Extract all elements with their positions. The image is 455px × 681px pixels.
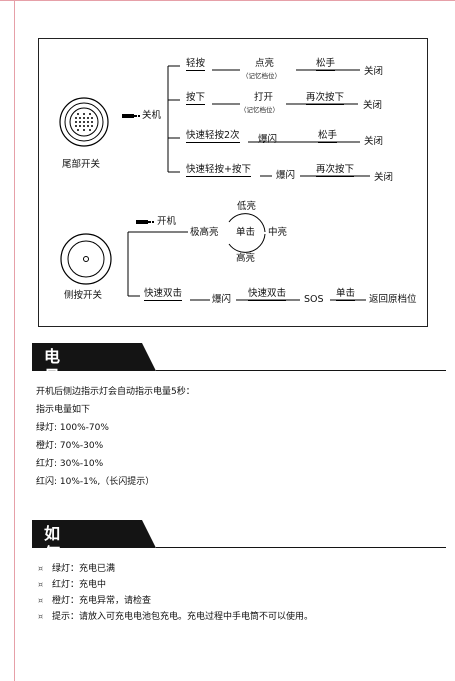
side-switch-icon xyxy=(60,233,112,285)
tail-switch-icon xyxy=(59,97,109,147)
tail-row2-note: （记忆档位） xyxy=(240,106,279,114)
battery-heading-slant xyxy=(142,343,156,371)
charging-item: ¤ 橙灯：充电异常，请检查 xyxy=(38,595,151,607)
double-action2: 快速双击 xyxy=(248,288,287,301)
charging-item: ¤ 绿灯：充电已满 xyxy=(38,563,115,575)
battery-heading: 电量提示 xyxy=(44,347,62,426)
tail-row4-state: 爆闪 xyxy=(276,170,296,181)
tail-row2-state: 打开 xyxy=(254,92,274,103)
cycle-right: 中亮 xyxy=(268,227,288,238)
tail-off-label: 关机 xyxy=(142,110,162,121)
side-on-label: 开机 xyxy=(157,216,177,227)
tail-row4-result: 关闭 xyxy=(374,172,394,183)
cycle-bottom: 高亮 xyxy=(236,253,256,264)
battery-line-3: 绿灯: 100%-70% xyxy=(36,423,109,433)
tail-row2-action2: 再次按下 xyxy=(306,92,345,105)
left-red-rule xyxy=(14,0,15,681)
cycle-center: 单击 xyxy=(236,227,256,238)
power-plug-icon xyxy=(122,114,140,118)
battery-line-1: 开机后侧边指示灯会自动指示电量5秒： xyxy=(36,387,195,397)
tail-row3-state: 爆闪 xyxy=(258,134,278,145)
double-action: 快速双击 xyxy=(144,288,183,301)
tail-row3-action: 快速轻按2次 xyxy=(186,130,240,143)
bullet-icon: ¤ xyxy=(38,564,44,573)
charging-heading-rule xyxy=(156,547,446,548)
charging-item-text: 橙灯：充电异常，请检查 xyxy=(52,596,152,606)
tail-row1-note: （记忆档位） xyxy=(242,72,281,80)
cycle-top: 低亮 xyxy=(237,201,257,212)
double-sos: SOS xyxy=(304,294,324,305)
battery-line-4: 橙灯: 70%-30% xyxy=(36,441,104,451)
tail-row4-action2: 再次按下 xyxy=(316,164,355,177)
charging-item-text: 红灯：充电中 xyxy=(52,580,107,590)
tail-row1-action2: 松手 xyxy=(316,58,336,71)
double-action3: 单击 xyxy=(336,288,356,301)
double-result: 返回原档位 xyxy=(369,294,417,305)
tail-row2-result: 关闭 xyxy=(363,100,383,111)
charging-heading: 如何充电 xyxy=(44,524,62,603)
diagram-frame xyxy=(38,38,428,327)
tail-row1-state: 点亮 xyxy=(255,58,275,69)
battery-heading-bar xyxy=(32,343,142,371)
tail-row3-action2: 松手 xyxy=(318,130,338,143)
tail-row1-result: 关闭 xyxy=(364,66,384,77)
charging-item-text: 绿灯：充电已满 xyxy=(52,564,116,574)
battery-heading-rule xyxy=(156,370,446,371)
bullet-icon: ¤ xyxy=(38,580,44,589)
power-plug-icon-2 xyxy=(136,220,154,224)
charging-item: ¤ 红灯：充电中 xyxy=(38,579,106,591)
bullet-icon: ¤ xyxy=(38,612,44,621)
charging-heading-slant xyxy=(142,520,156,548)
tail-row3-result: 关闭 xyxy=(364,136,384,147)
battery-line-5: 红灯: 30%-10% xyxy=(36,459,104,469)
battery-line-6: 红闪: 10%-1%,（长闪提示） xyxy=(36,477,155,487)
side-switch-label: 侧按开关 xyxy=(64,290,103,301)
tail-row1-action: 轻按 xyxy=(186,58,206,71)
charging-item: ¤ 提示：请放入可充电电池包充电。充电过程中手电筒不可以使用。 xyxy=(38,611,313,623)
tail-switch-label: 尾部开关 xyxy=(62,159,101,170)
battery-line-2: 指示电量如下 xyxy=(36,405,91,415)
double-state: 爆闪 xyxy=(212,294,232,305)
top-red-rule xyxy=(0,0,455,1)
tail-row4-action: 快速轻按+按下 xyxy=(186,164,251,177)
bullet-icon: ¤ xyxy=(38,596,44,605)
charging-item-text: 提示：请放入可充电电池包充电。充电过程中手电筒不可以使用。 xyxy=(52,612,314,622)
tail-row2-action: 按下 xyxy=(186,92,206,105)
charging-heading-bar xyxy=(32,520,142,548)
cycle-start: 极高亮 xyxy=(190,227,219,238)
